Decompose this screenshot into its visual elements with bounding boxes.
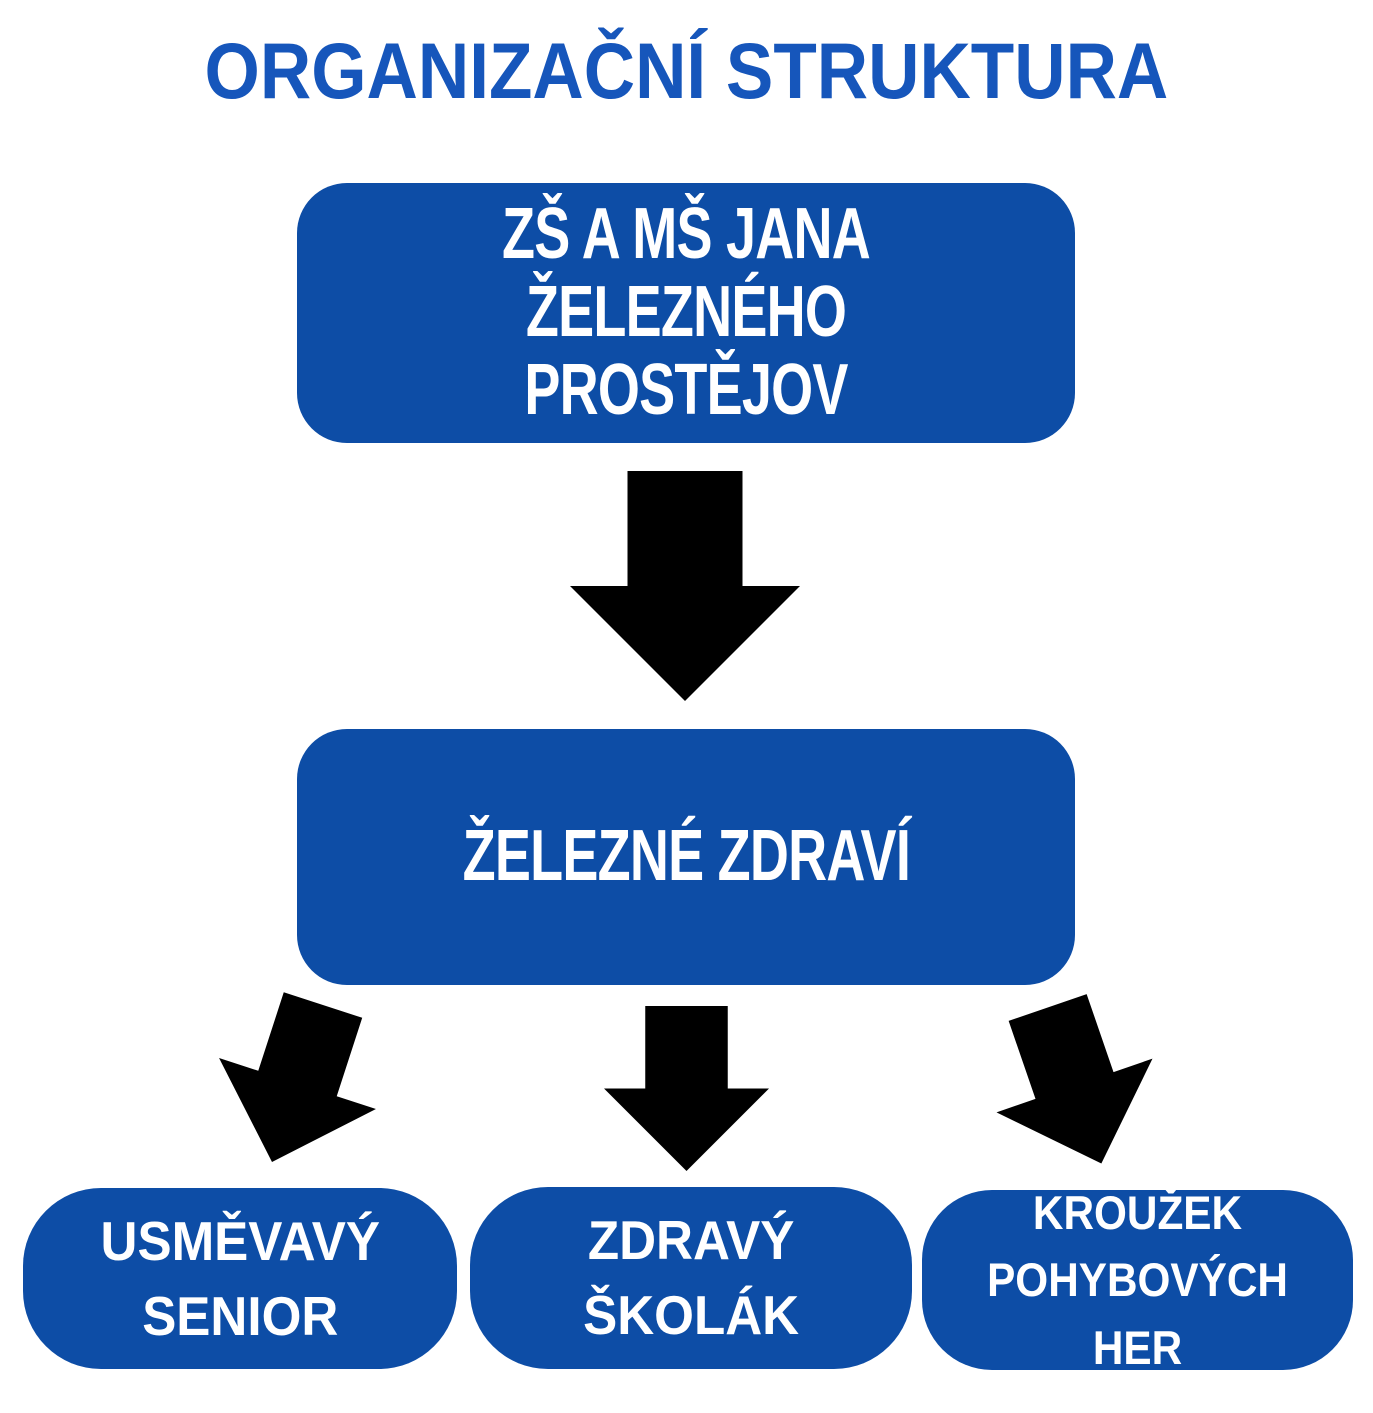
block-arrow-shape xyxy=(604,1006,769,1171)
org-node-label: ZDRAVÝ ŠKOLÁK xyxy=(583,1209,799,1346)
org-node-label: KROUŽEK POHYBOVÝCH HER xyxy=(987,1186,1288,1374)
org-node-label: ŽELEZNÉ ZDRAVÍ xyxy=(462,816,910,897)
down-left-arrow-icon xyxy=(193,979,402,1189)
org-node-label: ZŠ A MŠ JANA ŽELEZNÉHO PROSTĚJOV xyxy=(501,194,871,430)
org-node-root-school: ZŠ A MŠ JANA ŽELEZNÉHO PROSTĚJOV xyxy=(297,183,1075,443)
org-node-zelezne-zdravi: ŽELEZNÉ ZDRAVÍ xyxy=(297,729,1075,985)
org-node-usmevavy-senior: USMĚVAVÝ SENIOR xyxy=(23,1188,457,1369)
org-node-label: USMĚVAVÝ SENIOR xyxy=(100,1209,380,1347)
down-arrow-icon xyxy=(570,470,800,702)
org-node-zdravy-skolak: ZDRAVÝ ŠKOLÁK xyxy=(470,1187,912,1369)
page-title: ORGANIZAČNÍ STRUKTURA xyxy=(0,26,1373,115)
block-arrow-shape xyxy=(219,992,376,1162)
org-node-krouzek-pohybovych-her: KROUŽEK POHYBOVÝCH HER xyxy=(922,1186,1353,1374)
block-arrow-shape xyxy=(996,994,1153,1164)
down-arrow-icon xyxy=(604,1005,769,1172)
block-arrow-shape xyxy=(570,471,800,701)
down-right-arrow-icon xyxy=(969,980,1179,1192)
page-title-text: ORGANIZAČNÍ STRUKTURA xyxy=(204,26,1169,115)
